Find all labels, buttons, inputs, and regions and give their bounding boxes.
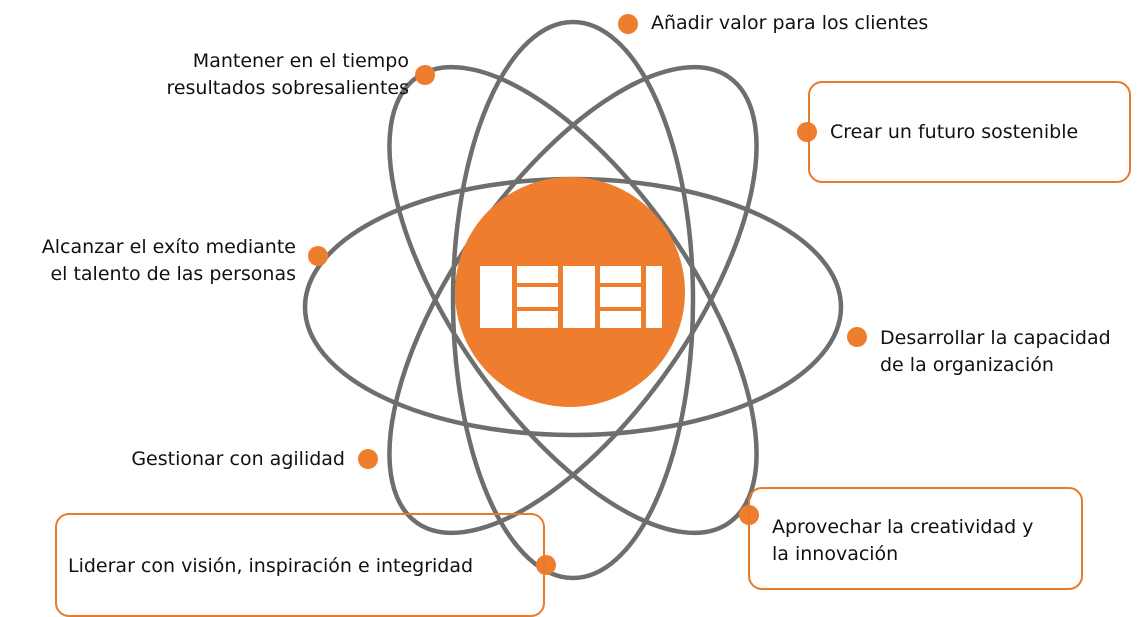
label-aprovechar-line1: Aprovechar la creatividad y <box>772 516 1034 538</box>
label-gestionar-text: Gestionar con agilidad <box>131 448 345 470</box>
label-alcanzar-line2: el talento de las personas <box>50 263 296 285</box>
label-gestionar: Gestionar con agilidad <box>131 446 345 473</box>
label-aprovechar: Aprovechar la creatividad y la innovació… <box>772 514 1033 568</box>
label-liderar: Liderar con visión, inspiración e integr… <box>68 553 473 580</box>
efqm-logo-icon <box>480 266 662 328</box>
label-liderar-text: Liderar con visión, inspiración e integr… <box>68 555 474 577</box>
label-aprovechar-line2: la innovación <box>772 543 899 565</box>
label-anadir-valor: Añadir valor para los clientes <box>651 10 928 37</box>
dot-desarrollar <box>847 327 867 347</box>
dot-alcanzar <box>308 246 328 266</box>
label-desarrollar-line2: de la organización <box>880 354 1054 376</box>
dot-gestionar <box>358 449 378 469</box>
dot-mantener <box>415 65 435 85</box>
label-alcanzar: Alcanzar el exíto mediante el talento de… <box>42 234 296 288</box>
label-desarrollar: Desarrollar la capacidad de la organizac… <box>880 325 1111 379</box>
label-alcanzar-line1: Alcanzar el exíto mediante <box>41 236 296 258</box>
label-mantener-line2: resultados sobresalientes <box>166 77 409 99</box>
highlight-box-crear-futuro <box>808 81 1131 183</box>
label-anadir-valor-text: Añadir valor para los clientes <box>651 12 929 34</box>
label-mantener-line1: Mantener en el tiempo <box>192 50 409 72</box>
label-mantener: Mantener en el tiempo resultados sobresa… <box>166 48 409 102</box>
label-desarrollar-line1: Desarrollar la capacidad <box>880 327 1111 349</box>
highlight-box-aprovechar <box>748 487 1083 590</box>
dot-liderar <box>536 555 556 575</box>
dot-anadir-valor <box>618 14 638 34</box>
orbit-vertical <box>450 19 696 581</box>
label-crear-futuro: Crear un futuro sostenible <box>830 119 1078 146</box>
dot-crear-futuro <box>797 122 817 142</box>
label-crear-futuro-text: Crear un futuro sostenible <box>830 121 1079 143</box>
